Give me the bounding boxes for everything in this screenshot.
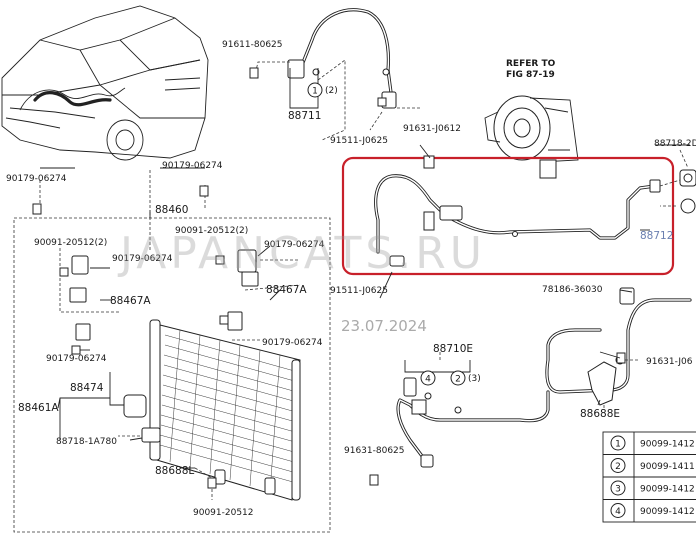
svg-text:1: 1 bbox=[615, 440, 621, 450]
highlight-box bbox=[341, 156, 675, 276]
condenser-icon bbox=[123, 319, 301, 501]
compressor-icon bbox=[484, 95, 579, 179]
bubble-1-top: 1 (2) bbox=[307, 82, 338, 98]
leader-lines bbox=[40, 144, 690, 469]
label-88467a-left: 88467A bbox=[110, 295, 151, 307]
pipe-88712 bbox=[374, 174, 661, 267]
label-refer-to: REFER TO bbox=[506, 59, 556, 69]
label-88688l: 88688L bbox=[155, 465, 194, 477]
label-88460: 88460 bbox=[155, 204, 188, 216]
bracket-88467a-right-icon bbox=[227, 249, 259, 331]
label-91631-80625: 91631-80625 bbox=[344, 446, 405, 456]
svg-text:2: 2 bbox=[455, 375, 461, 385]
legend-row: 4 90099-1412 bbox=[610, 503, 695, 518]
label-88718-2d: 88718-2D bbox=[654, 139, 696, 149]
svg-text:90099-1411: 90099-1411 bbox=[640, 462, 695, 472]
fitting-88718-2d-icon bbox=[679, 169, 696, 214]
label-88688e: 88688E bbox=[580, 408, 620, 420]
bracket-88467a-left-icon bbox=[69, 255, 91, 341]
watermark-text: JAPANCATS.RU bbox=[117, 228, 486, 279]
label-91631-j06: 91631-J06 bbox=[646, 357, 693, 367]
legend-row: 1 90099-1412 bbox=[610, 435, 695, 451]
legend-row: 2 90099-1411 bbox=[610, 458, 695, 473]
svg-text:(2): (2) bbox=[325, 86, 338, 96]
label-90179-06274-a: 90179-06274 bbox=[6, 174, 67, 184]
svg-text:2: 2 bbox=[615, 462, 621, 472]
label-90179-06274-b: 90179-06274 bbox=[162, 161, 223, 171]
label-91511-j0625-bottom: 91511-J0625 bbox=[330, 286, 388, 296]
label-78186-36030: 78186-36030 bbox=[542, 285, 603, 295]
svg-text:90099-1412: 90099-1412 bbox=[640, 440, 695, 450]
label-90091-20512-c: 90091-20512 bbox=[193, 508, 254, 518]
label-90179-06274-f: 90179-06274 bbox=[46, 354, 107, 364]
label-88474: 88474 bbox=[70, 382, 104, 394]
bubble-2-mid: 2 (3) bbox=[450, 370, 481, 386]
svg-text:4: 4 bbox=[425, 375, 431, 385]
label-90179-06274-e: 90179-06274 bbox=[262, 338, 323, 348]
legend-row: 3 90099-1412 bbox=[610, 480, 695, 496]
label-91511-j0625-top: 91511-J0625 bbox=[330, 136, 388, 146]
label-88461a: 88461A bbox=[18, 402, 59, 414]
label-88711: 88711 bbox=[288, 110, 321, 122]
svg-text:90099-1412: 90099-1412 bbox=[640, 507, 695, 517]
label-88710e: 88710E bbox=[433, 343, 473, 355]
svg-text:(3): (3) bbox=[468, 374, 481, 384]
legend-table: 1 90099-1412 2 90099-1411 3 90099-1412 4… bbox=[602, 431, 696, 523]
label-refer-fig: FIG 87-19 bbox=[506, 70, 555, 80]
label-88718-1a780: 88718-1A780 bbox=[56, 437, 117, 447]
label-91611-80625: 91611-80625 bbox=[222, 40, 283, 50]
svg-text:1: 1 bbox=[312, 87, 318, 97]
pipe-88710e bbox=[396, 287, 692, 468]
watermark-date: 23.07.2024 bbox=[341, 317, 427, 335]
svg-text:4: 4 bbox=[615, 507, 621, 517]
svg-text:90099-1412: 90099-1412 bbox=[640, 485, 695, 495]
label-90179-06274-d: 90179-06274 bbox=[264, 240, 325, 250]
label-88712: 88712 bbox=[640, 230, 673, 242]
svg-text:3: 3 bbox=[615, 485, 621, 495]
label-90091-20512-b: 90091-20512(2) bbox=[175, 226, 248, 236]
bubble-4-mid: 4 bbox=[420, 370, 436, 386]
label-91631-j0612: 91631-J0612 bbox=[403, 124, 461, 134]
label-90091-20512-a: 90091-20512(2) bbox=[34, 238, 107, 248]
label-88467a-right: 88467A bbox=[266, 284, 307, 296]
car-illustration-icon bbox=[1, 5, 209, 161]
label-90179-06274-c: 90179-06274 bbox=[112, 254, 173, 264]
hose-88711 bbox=[287, 8, 397, 109]
bolt-icons bbox=[32, 67, 626, 489]
